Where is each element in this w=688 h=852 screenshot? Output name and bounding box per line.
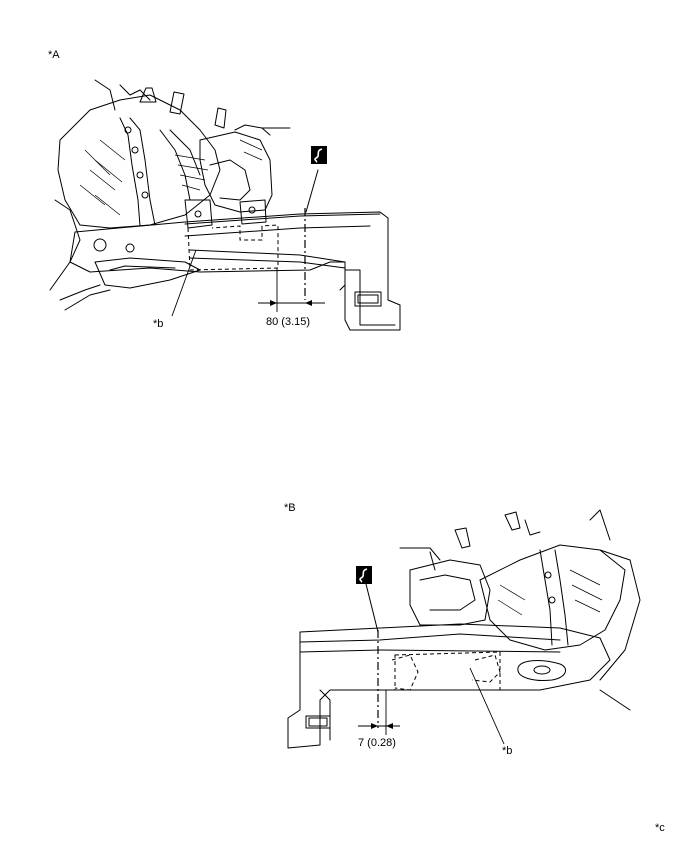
view-a-dimension: 80 (3.15) (266, 316, 311, 328)
view-b-callout-b: *b (502, 745, 513, 757)
view-a-callout-b: *b (153, 318, 164, 330)
view-a-drawing (49, 79, 401, 331)
cut-mark-icon-a (311, 146, 327, 164)
corner-label: *c (655, 822, 665, 834)
view-b-drawing (287, 509, 641, 749)
view-b-label: *B (284, 502, 296, 514)
view-a-label: *A (48, 49, 60, 61)
cut-mark-icon-b (356, 566, 372, 584)
view-b-dimension: 7 (0.28) (358, 737, 396, 749)
